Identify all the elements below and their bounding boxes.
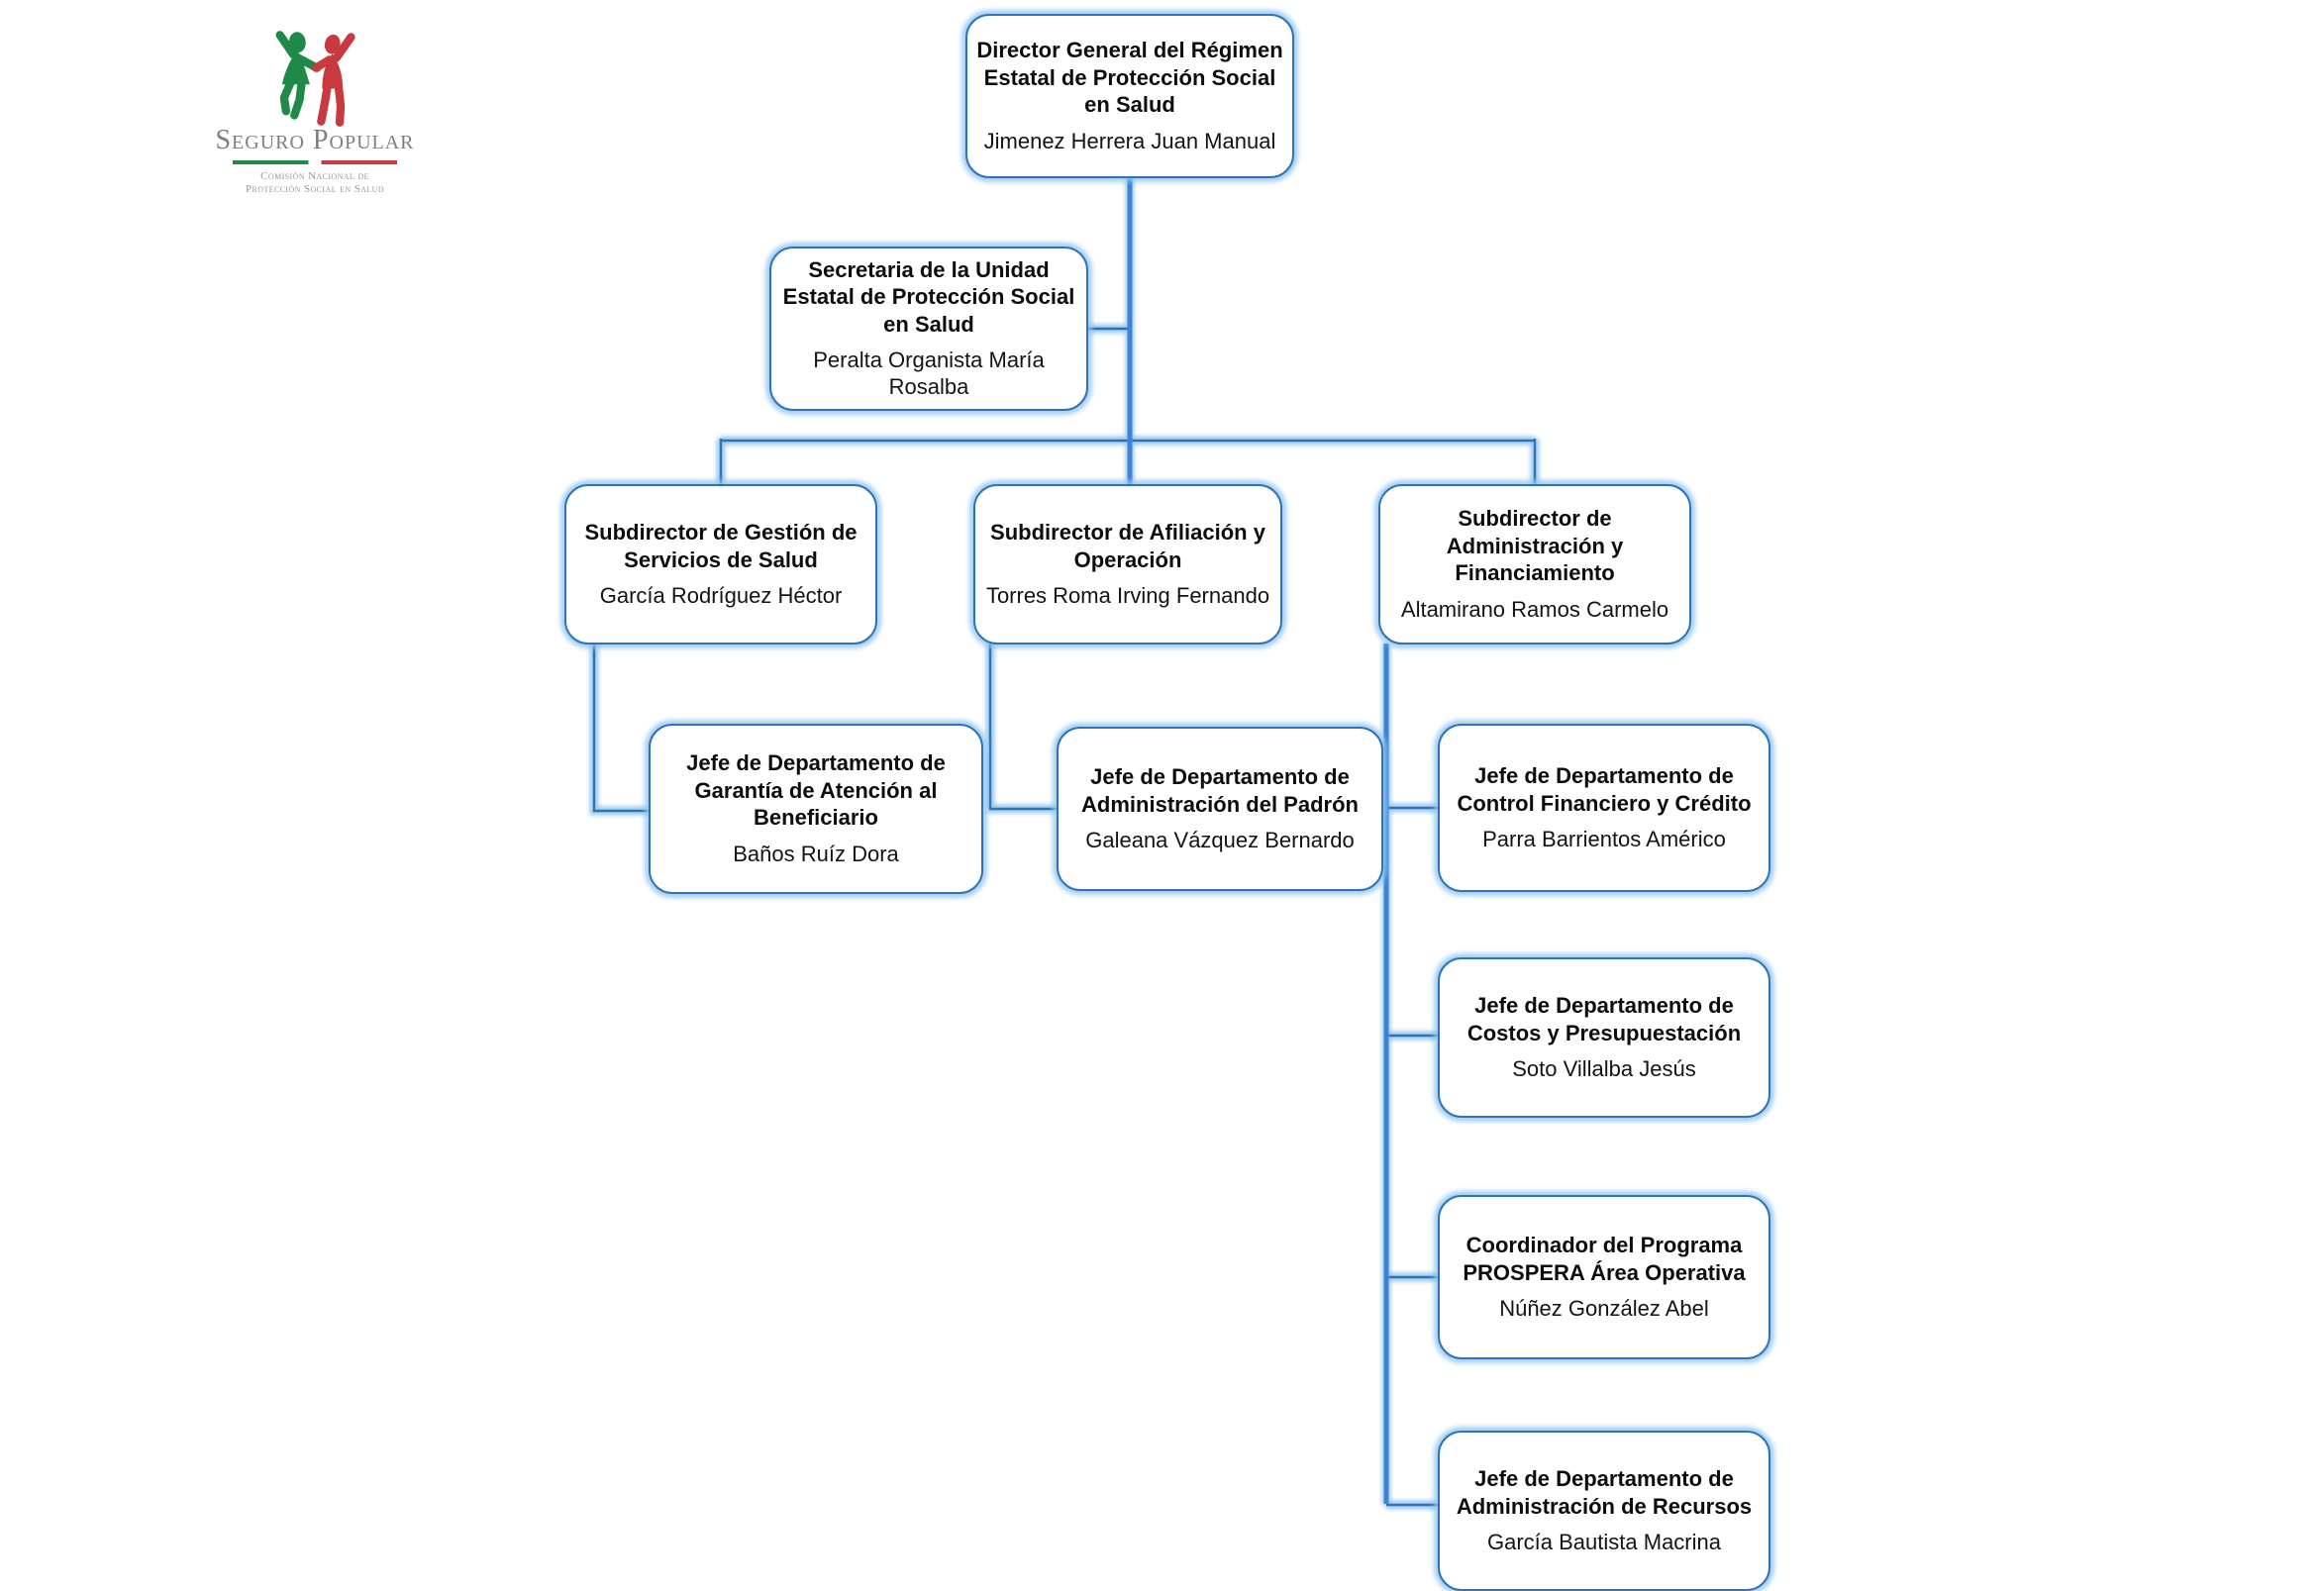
node-person-name: Peralta Organista María Rosalba: [813, 348, 1045, 400]
node-person-name: Torres Roma Irving Fernando: [985, 583, 1270, 609]
node-person-name: Parra Barrientos Américo: [1482, 827, 1726, 852]
org-node-subdirector-administracion: Subdirector de Administración y Financia…: [1378, 484, 1691, 645]
logo-org-line2: Protección Social en Salud: [245, 183, 385, 195]
node-title: Jefe de Departamento de Garantía de Aten…: [686, 750, 946, 831]
node-title: Coordinador del Programa PROSPERA Área O…: [1463, 1233, 1746, 1285]
org-node-subdirector-afiliacion: Subdirector de Afiliación y Operación To…: [973, 484, 1282, 645]
node-title: Subdirector de Administración y Financia…: [1446, 506, 1624, 586]
node-title: Jefe de Departamento de Administración d…: [1456, 1466, 1753, 1519]
org-node-jefe-control-financiero: Jefe de Departamento de Control Financie…: [1438, 724, 1770, 892]
node-title: Director General del Régimen Estatal de …: [976, 38, 1283, 118]
node-title: Secretaria de la Unidad Estatal de Prote…: [782, 256, 1075, 337]
org-node-subdirector-gestion: Subdirector de Gestión de Servicios de S…: [564, 484, 877, 645]
org-node-jefe-costos: Jefe de Departamento de Costos y Presupu…: [1438, 957, 1770, 1118]
org-node-jefe-padron: Jefe de Departamento de Administración d…: [1057, 727, 1383, 891]
node-title: Jefe de Departamento de Administración d…: [1081, 764, 1359, 817]
logo-wordmark: Seguro Popular: [215, 125, 415, 155]
node-title: Subdirector de Afiliación y Operación: [990, 520, 1265, 572]
node-person-name: Altamirano Ramos Carmelo: [1400, 596, 1669, 622]
node-title: Jefe de Departamento de Control Financie…: [1457, 763, 1752, 816]
org-node-secretaria-unidad: Secretaria de la Unidad Estatal de Prote…: [769, 247, 1088, 411]
org-node-director-general: Director General del Régimen Estatal de …: [965, 14, 1294, 178]
logo-org-line1: Comisión Nacional de: [260, 170, 369, 182]
node-title: Jefe de Departamento de Costos y Presupu…: [1466, 993, 1742, 1045]
node-person-name: Jimenez Herrera Juan Manual: [983, 128, 1276, 153]
node-person-name: Soto Villalba Jesús: [1512, 1056, 1696, 1082]
logo-people-icon: [275, 31, 355, 127]
node-person-name: Galeana Vázquez Bernardo: [1085, 828, 1355, 853]
node-person-name: Núñez González Abel: [1499, 1296, 1709, 1322]
node-person-name: García Rodríguez Héctor: [599, 583, 843, 609]
org-node-jefe-recursos: Jefe de Departamento de Administración d…: [1438, 1431, 1770, 1591]
org-node-coordinador-prospera: Coordinador del Programa PROSPERA Área O…: [1438, 1195, 1770, 1359]
logo-tricolor-divider: [233, 160, 397, 164]
node-person-name: Baños Ruíz Dora: [733, 841, 899, 866]
org-node-jefe-garantia: Jefe de Departamento de Garantía de Aten…: [649, 724, 983, 894]
node-person-name: García Bautista Macrina: [1487, 1530, 1721, 1555]
node-title: Subdirector de Gestión de Servicios de S…: [584, 520, 858, 572]
